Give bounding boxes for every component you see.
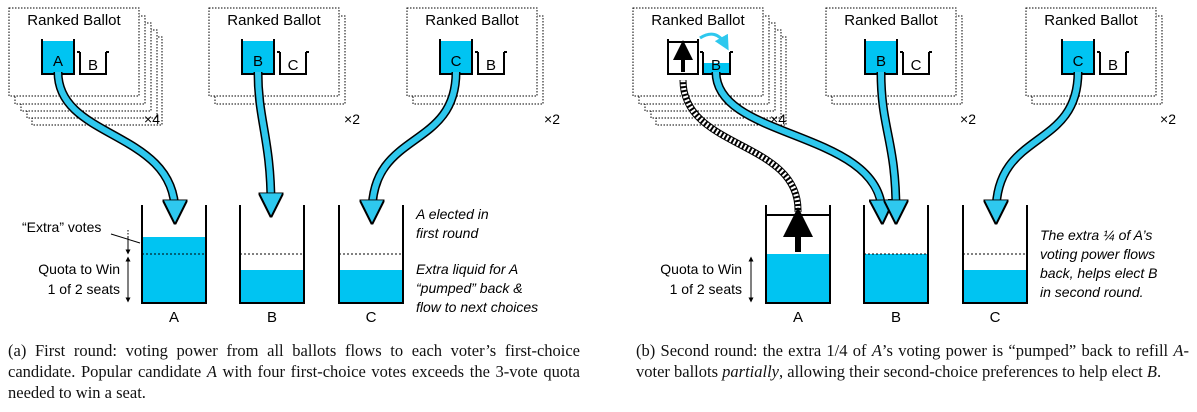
ballot-stack-c: Ranked Ballot C B ×2 (406, 7, 560, 127)
choice-2: B (711, 57, 721, 74)
note-line-3: back, helps elect B (1040, 265, 1158, 281)
ballot-title: Ranked Ballot (1044, 12, 1138, 29)
choice-1: C (1073, 53, 1084, 70)
quota-label-line1: Quota to Win (38, 261, 120, 277)
ballot-stack-b: Ranked Ballot B C ×2 (208, 7, 360, 127)
choice-2: C (288, 57, 299, 74)
caption-a: (a) First round: voting power from all b… (8, 340, 580, 403)
caption-text: the extra 1/4 of (757, 341, 872, 360)
candidate-label: C (990, 309, 1001, 326)
note-extra-2: “pumped” back & (416, 280, 523, 296)
panel-a: Ranked Ballot A B ×4 Ranked Ballot B C ×… (8, 7, 560, 326)
caption-var: A (1173, 341, 1184, 360)
candidate-label: B (267, 309, 277, 326)
caption-text: voting power from all ballots flows to e… (8, 341, 581, 381)
choice-2: C (911, 57, 922, 74)
candidate-label: C (366, 309, 377, 326)
container-c: C (338, 205, 404, 326)
ballot-title: Ranked Ballot (27, 12, 121, 29)
multiplier: ×2 (1160, 111, 1176, 127)
multiplier: ×2 (960, 111, 976, 127)
caption-var: A (871, 341, 882, 360)
round-notes: The extra ¼ of A’s voting power flows ba… (1040, 227, 1158, 300)
container-b: B (863, 205, 929, 326)
note-elected-1: A elected in (415, 206, 489, 222)
multiplier: ×4 (144, 111, 160, 127)
ballot-title: Ranked Ballot (227, 12, 321, 29)
quota-label-line1: Quota to Win (660, 261, 742, 277)
extra-votes-label: “Extra” votes (22, 219, 101, 235)
ballot-stack-a: Ranked Ballot A B ×4 (8, 7, 163, 127)
stv-diagram: Ranked Ballot A B ×4 Ranked Ballot B C ×… (8, 7, 1176, 326)
candidate-label: A (793, 309, 803, 326)
note-line-2: voting power flows (1040, 246, 1155, 262)
note-line-4: in second round. (1040, 284, 1144, 300)
note-extra-1: Extra liquid for A (416, 261, 518, 277)
choice-1: B (253, 53, 263, 70)
caption-b: (b) Second round: the extra 1/4 of A’s v… (636, 340, 1189, 382)
candidate-label: B (891, 309, 901, 326)
choice-2: B (486, 57, 496, 74)
caption-emphasis: partially (722, 362, 779, 381)
candidate-label: A (169, 309, 179, 326)
panel-b: Ranked Ballot B ×4 Ranked Ballot B C ×2 (632, 7, 1176, 326)
choice-1: B (876, 53, 886, 70)
choice-2: B (88, 57, 98, 74)
flow-arrows (711, 71, 1083, 212)
ballot-title: Ranked Ballot (425, 12, 519, 29)
container-c: C (962, 205, 1028, 326)
ballot-stack-c: Ranked Ballot C B ×2 (1025, 7, 1176, 127)
caption-label: (b) Second round: (636, 341, 758, 360)
round-notes: A elected in first round Extra liquid fo… (415, 206, 538, 315)
choice-1: A (53, 53, 63, 70)
ballot-title: Ranked Ballot (844, 12, 938, 29)
ballot-title: Ranked Ballot (651, 12, 745, 29)
note-elected-2: first round (416, 225, 479, 241)
note-extra-3: flow to next choices (416, 299, 538, 315)
note-line-1: The extra ¼ of A’s (1040, 227, 1152, 243)
ballot-stack-b: Ranked Ballot B C ×2 (825, 7, 976, 127)
caption-var: A (206, 362, 217, 381)
flow-arrows (53, 71, 461, 212)
caption-text: ’s voting power is “pumped” back to refi… (881, 341, 1174, 360)
caption-var: B (1146, 362, 1157, 381)
choice-1: C (451, 53, 462, 70)
container-a: A (141, 205, 207, 326)
multiplier: ×2 (544, 111, 560, 127)
choice-2: B (1108, 57, 1118, 74)
caption-label: (a) First round: (8, 341, 117, 360)
quota-label-line2: 1 of 2 seats (48, 281, 120, 297)
ballot-stack-a: Ranked Ballot B ×4 (632, 7, 787, 127)
caption-text: , allowing their second-choice preferenc… (779, 362, 1147, 381)
multiplier: ×2 (344, 111, 360, 127)
container-a: A (765, 205, 831, 326)
container-b: B (239, 205, 305, 326)
caption-text: with four first-choice votes exceeds the… (8, 362, 580, 402)
caption-text: . (1156, 362, 1162, 381)
caption-text: -voter ballots (636, 341, 1189, 381)
quota-label-line2: 1 of 2 seats (670, 281, 742, 297)
